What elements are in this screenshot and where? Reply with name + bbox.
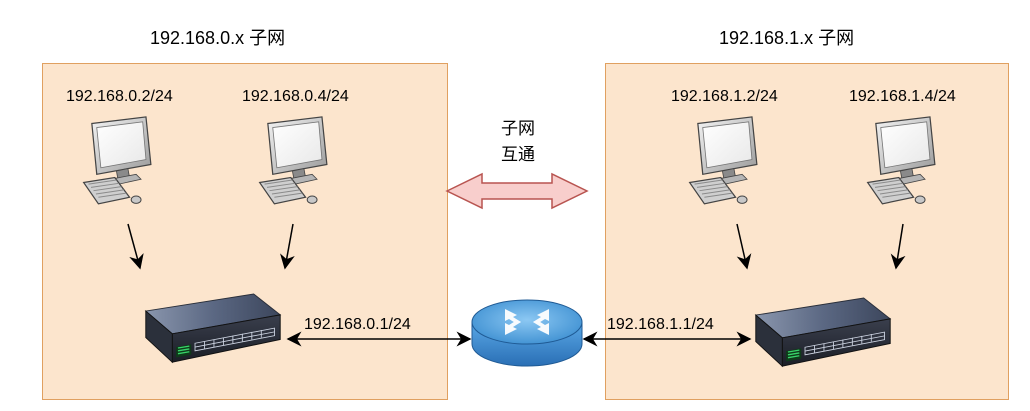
interconnect-label: 子网 互通	[490, 116, 546, 168]
network-switch-icon	[755, 297, 891, 367]
right-subnet-title: 192.168.1.x 子网	[719, 28, 855, 48]
network-switch-icon	[145, 293, 281, 363]
left-host1-ip: 192.168.0.2/24	[66, 88, 173, 105]
interconnect-line2: 互通	[501, 145, 535, 164]
arrow-pc-to-switch	[890, 223, 906, 270]
arrow-pc-to-switch	[736, 223, 752, 270]
desktop-computer-icon	[866, 116, 936, 205]
interconnect-line1: 子网	[501, 119, 535, 138]
right-gateway-ip: 192.168.1.1/24	[607, 316, 714, 333]
left-host2-ip: 192.168.0.4/24	[242, 88, 349, 105]
right-host2-ip: 192.168.1.4/24	[849, 88, 956, 105]
left-gateway-ip: 192.168.0.1/24	[304, 316, 411, 333]
arrow-pc-to-switch	[280, 223, 295, 270]
desktop-computer-icon	[258, 116, 328, 205]
arrow-pc-to-switch	[127, 223, 144, 270]
desktop-computer-icon	[688, 116, 758, 205]
desktop-computer-icon	[82, 116, 152, 205]
right-host1-ip: 192.168.1.2/24	[671, 88, 778, 105]
left-subnet-title: 192.168.0.x 子网	[150, 28, 286, 48]
router-icon	[471, 299, 583, 367]
double-arrow-icon	[445, 172, 589, 210]
